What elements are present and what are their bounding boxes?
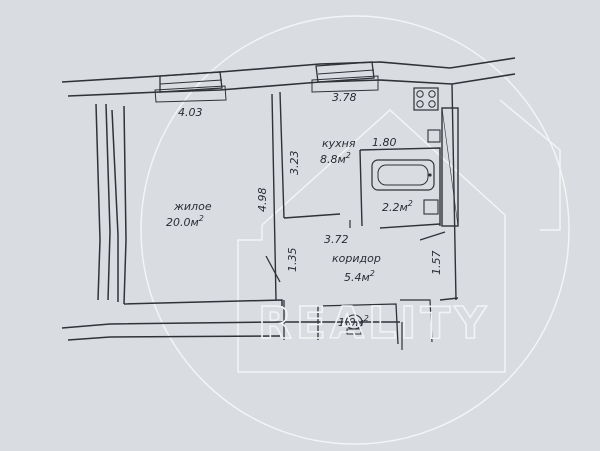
toilet-icon	[345, 314, 363, 335]
toilet-room	[283, 299, 433, 350]
dim-bath-width: 1.80	[372, 136, 397, 149]
exterior-wall-left	[95, 103, 127, 305]
dim-living-top: 4.03	[178, 106, 203, 119]
exterior-wall-bottom	[61, 299, 400, 341]
watermark-logo	[140, 15, 570, 445]
room-kitchen-name: кухня	[322, 137, 356, 150]
room-kitchen-area: 8.8м2	[320, 151, 351, 166]
room-corridor-name: коридор	[332, 252, 381, 265]
room-living-name: жилое	[173, 200, 212, 213]
room-corridor-area: 5.4м2	[344, 269, 375, 284]
interior-walls	[265, 83, 459, 301]
exterior-wall-top	[61, 57, 516, 97]
dim-hall-width: 3.72	[324, 233, 349, 246]
window-kitchen	[311, 61, 379, 93]
kitchen-sink-icon	[427, 129, 441, 143]
bath-sink-icon	[423, 199, 439, 215]
room-toilet-area: 1.0м2	[338, 314, 369, 329]
dim-kitchen-top: 3.78	[332, 91, 357, 104]
dim-kitchen-wall: 3.23	[288, 151, 301, 176]
vent-shaft	[441, 107, 459, 227]
room-living-area: 20.0м2	[166, 214, 204, 229]
window-living	[154, 71, 227, 103]
dim-living-wall: 4.98	[256, 188, 269, 213]
dim-hall-right: 1.57	[430, 251, 443, 276]
stove-icon	[413, 87, 439, 111]
watermark-text: REALITY	[258, 298, 490, 349]
bathtub-icon	[371, 159, 435, 191]
room-bath-area: 2.2м2	[382, 199, 413, 214]
dim-hall-left: 1.35	[286, 248, 299, 273]
